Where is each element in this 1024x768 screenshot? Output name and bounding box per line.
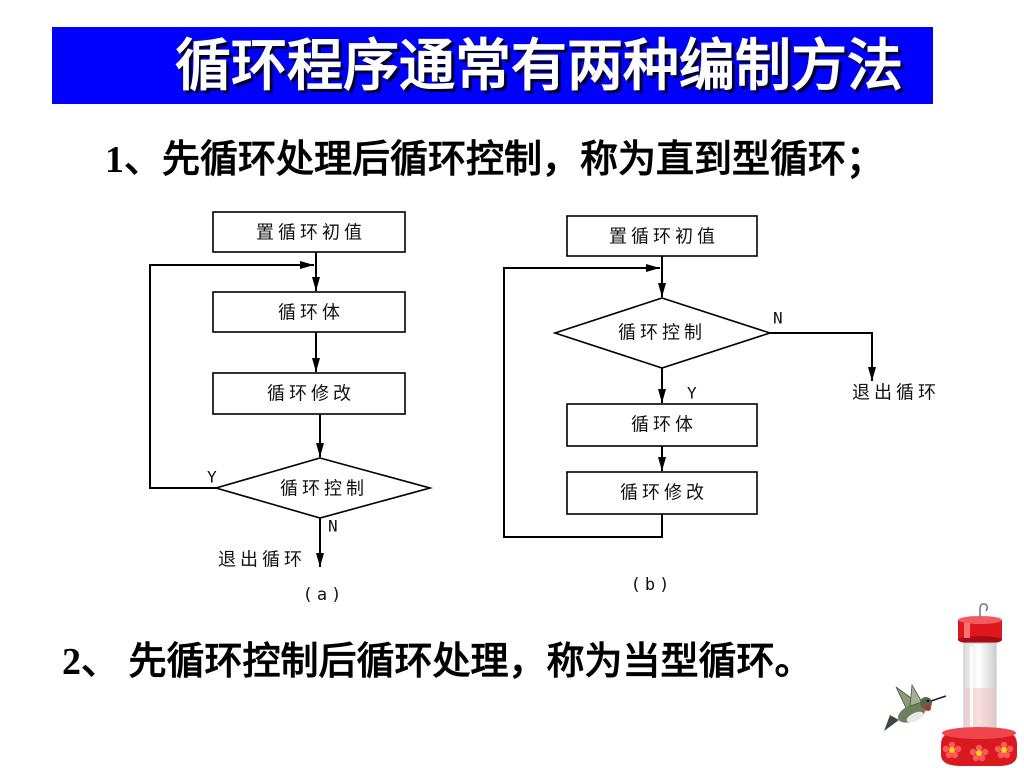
flowchart-b-loop-back-arrow [503,264,663,538]
flowchart-a-init-box [212,211,406,253]
flowchart-b: 置循环初值 循环控制 N 退出循环 Y 循环体 循环修改 (b) [503,215,940,595]
flowchart-a-body-box [212,291,406,333]
hummingbird-tail [884,715,899,731]
feeder-cap-highlight [964,623,970,638]
flowchart-b-exit-arrow [770,332,876,381]
flowchart-b-init-label: 置循环初值 [609,227,719,248]
flowchart-a-exit-label: 退出循环 [218,550,306,571]
flowchart-a-caption: (a) [303,585,346,605]
feeder-base-top [942,727,1016,739]
flowchart-a-no-label: N [328,517,338,536]
feeder-flower-center [969,744,989,762]
hummingbird-eye [926,699,930,703]
title-bar: 循环程序通常有两种编制方法 [52,27,933,104]
point-2-text: 2、 先循环控制后循环处理，称为当型循环。 [62,641,813,683]
feeder-glass-highlight [970,647,973,729]
hummingbird-belly [906,711,924,723]
flowchart-a: 置循环初值 循环体 循环修改 循环控制 Y N 退出循环 (a) [149,211,434,605]
feeder-nectar [965,688,995,732]
flowchart-a-control-label: 循环控制 [280,479,368,500]
flowchart-a-body-label: 循环体 [278,303,344,324]
point-1-text: 1、先循环处理后循环控制，称为直到型循环； [105,139,885,181]
feeder-cap-top [958,616,1002,624]
hummingbird [884,683,947,731]
flowchart-b-modify-label: 循环修改 [620,483,708,504]
feeder-flower-right [994,741,1014,759]
flowchart-b-caption: (b) [631,575,674,595]
flowchart-b-modify-box [566,471,758,515]
flowchart-a-modify-box [212,372,406,415]
flowchart-a-yes-label: Y [207,468,217,487]
flowchart-b-no-label: N [773,309,783,328]
flowchart-a-init-label: 置循环初值 [256,223,366,244]
feeder-hanger [979,603,989,618]
flowchart-b-body-box [566,403,758,447]
flowchart-b-control-label: 循环控制 [618,323,706,344]
hummingbird-feeder-icon [884,603,1017,766]
flowchart-b-exit-label: 退出循环 [852,383,940,404]
feeder-flower-left [942,741,962,759]
hummingbird-throat [925,705,931,711]
flowchart-a-modify-label: 循环修改 [267,384,355,405]
hummingbird-wing-front [909,683,923,707]
flowchart-b-body-label: 循环体 [631,415,697,436]
hummingbird-beak [930,695,947,702]
flowchart-a-loop-back-arrow [149,261,314,489]
flowchart-b-yes-label: Y [687,384,697,403]
slide-title: 循环程序通常有两种编制方法 [175,34,903,97]
